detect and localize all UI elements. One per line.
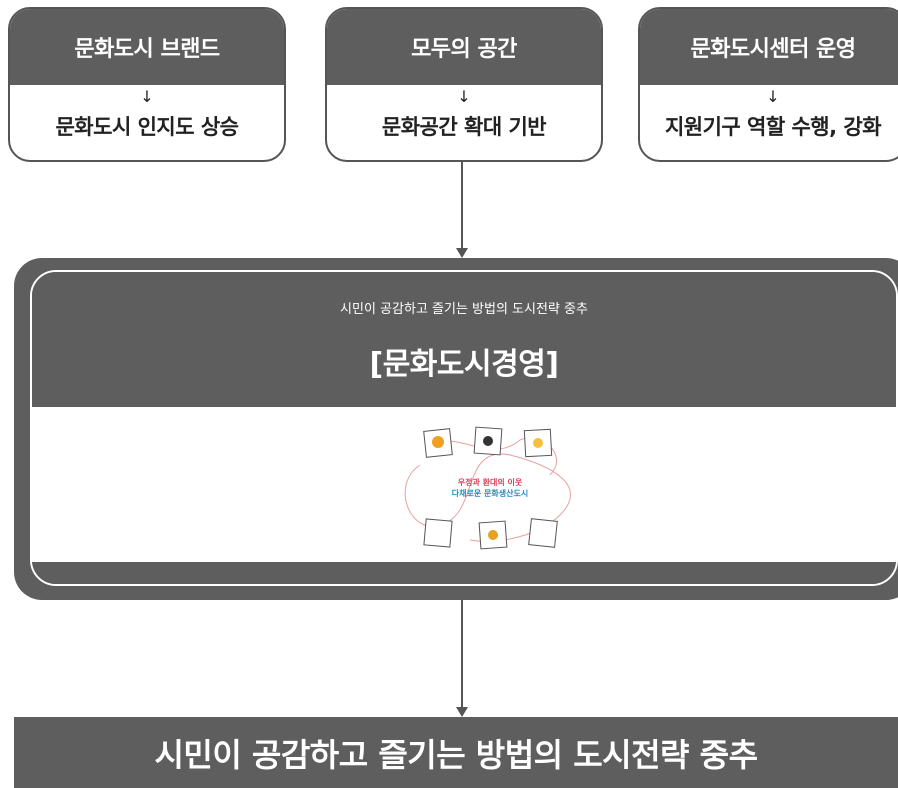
connector-arrowhead xyxy=(456,707,468,717)
down-arrow-icon: ↓ xyxy=(766,87,780,106)
top-box-result: 문화공간 확대 기반 xyxy=(381,115,547,139)
down-arrow-icon: ↓ xyxy=(140,87,154,106)
top-box-result: 지원기구 역할 수행, 강화 xyxy=(664,115,882,139)
central-subtitle: 시민이 공감하고 즐기는 방법의 도시전략 중추 xyxy=(340,302,588,317)
top-box-center: 문화도시센터 운영 ↓ 지원기구 역할 수행, 강화 xyxy=(638,7,898,162)
top-box-result: 문화도시 인지도 상승 xyxy=(55,115,239,139)
top-box-title: 문화도시센터 운영 xyxy=(640,9,898,85)
central-header: 시민이 공감하고 즐기는 방법의 도시전략 중추 [문화도시경영] xyxy=(32,272,896,407)
city-illustration: 우정과 환대의 이웃 다채로운 문화생산도시 xyxy=(404,426,571,550)
central-image-area: 우정과 환대의 이웃 다채로운 문화생산도시 xyxy=(32,407,896,562)
top-box-space: 모두의 공간 ↓ 문화공간 확대 기반 xyxy=(325,7,603,162)
top-box-title: 모두의 공간 xyxy=(327,9,601,85)
central-title: [문화도시경영] xyxy=(369,347,559,382)
connector-line xyxy=(461,600,463,708)
illustration-text-line2: 다채로운 문화생산도시 xyxy=(452,488,528,498)
connector-line xyxy=(461,162,463,248)
top-box-title: 문화도시 브랜드 xyxy=(10,9,284,85)
bottom-banner: 시민이 공감하고 즐기는 방법의 도시전략 중추 xyxy=(14,717,898,788)
illustration-text-line1: 우정과 환대의 이웃 xyxy=(458,477,523,487)
top-box-brand: 문화도시 브랜드 ↓ 문화도시 인지도 상승 xyxy=(8,7,286,162)
central-footer xyxy=(32,562,896,584)
central-panel-inner: 시민이 공감하고 즐기는 방법의 도시전략 중추 [문화도시경영] 우정과 환대… xyxy=(30,270,898,586)
connector-arrowhead xyxy=(456,248,468,258)
down-arrow-icon: ↓ xyxy=(457,87,471,106)
